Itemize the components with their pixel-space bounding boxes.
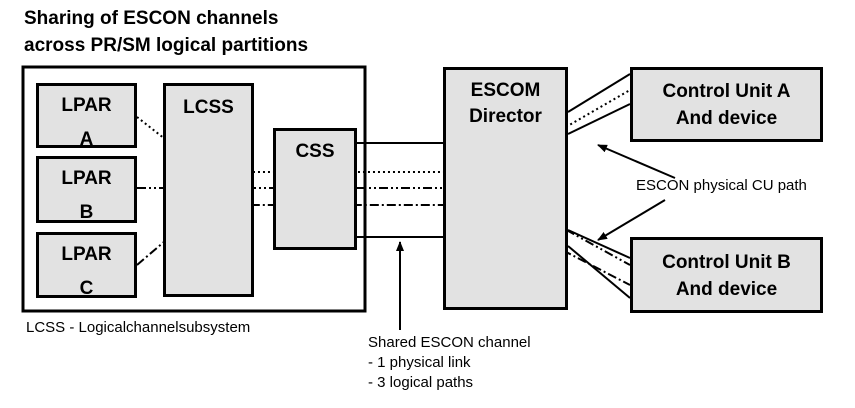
shared-channel-caption-line2: - 1 physical link <box>368 354 471 371</box>
lpar-c-line2: C <box>79 278 94 299</box>
control-unit-a-line2: And device <box>675 108 778 129</box>
control-unit-b-line2: And device <box>675 279 778 300</box>
lpar-a-line2: A <box>79 129 94 150</box>
control-unit-b-line1: Control Unit B <box>662 252 791 273</box>
shared-channel-caption-line1: Shared ESCON channel <box>368 334 531 351</box>
physical-path-caption: ESCON physical CU path <box>636 177 807 194</box>
diagram-title-line1: Sharing of ESCON channels <box>24 8 279 29</box>
callout-arrow-cu-b <box>597 199 666 241</box>
director-line2: Director <box>469 106 542 127</box>
callout-arrow-cu-a <box>597 144 676 179</box>
control-unit-a-box: Control Unit A And device <box>630 67 823 142</box>
diagram-title-line2: across PR/SM logical partitions <box>24 35 309 56</box>
lcss-caption: LCSS - Logicalchannelsubsystem <box>26 319 251 336</box>
lpar-a-box: LPAR A <box>36 83 137 150</box>
lpar-b-line2: B <box>79 202 94 223</box>
shared-channel-caption-line3: - 3 logical paths <box>368 374 474 391</box>
escom-director-box: ESCOM Director <box>443 67 568 310</box>
lpar-c-line1: LPAR <box>61 244 112 265</box>
control-unit-b-box: Control Unit B And device <box>630 237 823 313</box>
physical-cu-path-a-upper <box>567 73 631 113</box>
lpar-b-line1: LPAR <box>61 168 112 189</box>
physical-cu-path-b-lower <box>567 245 631 299</box>
lpar-c-box: LPAR C <box>36 232 137 299</box>
lpar-a-line1: LPAR <box>61 95 112 116</box>
control-unit-a-line1: Control Unit A <box>662 81 791 102</box>
css-label: CSS <box>295 141 335 162</box>
lcss-box: LCSS <box>163 83 254 297</box>
css-box: CSS <box>273 128 357 250</box>
lpar-b-box: LPAR B <box>36 156 137 223</box>
physical-cu-path-a-lower <box>567 103 631 135</box>
physical-cu-path-b-upper <box>567 229 631 259</box>
director-line1: ESCOM <box>470 80 541 101</box>
lcss-label: LCSS <box>183 97 234 118</box>
